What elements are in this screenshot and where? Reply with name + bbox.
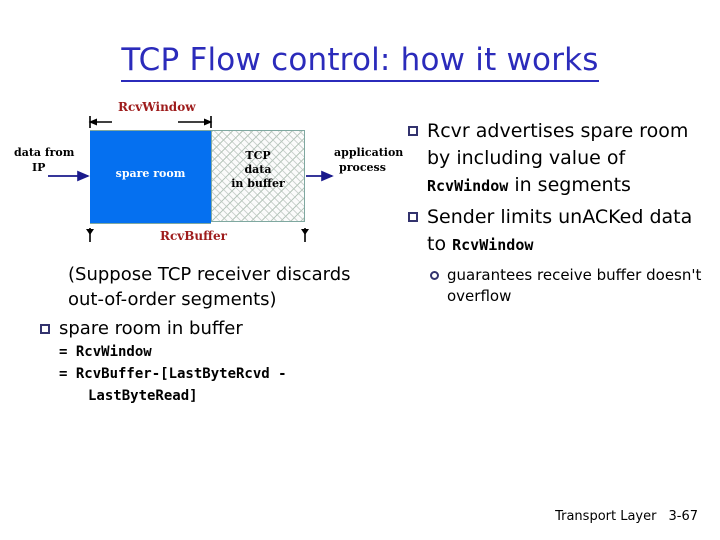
bullet-2-mono-rcvwindow: RcvWindow [452,236,534,254]
equation-rcvwindow: = RcvWindow [40,341,390,363]
slide-footer: Transport Layer 3-67 [555,509,698,524]
bullet-rcvr-advertises-label: Rcvr advertises spare room by including … [427,118,708,200]
suppose-note-text: (Suppose TCP receiver discards out-of-or… [68,264,351,310]
bullet-rcvr-advertises: Rcvr advertises spare room by including … [408,118,708,200]
equation-rcvbuffer-head: = RcvBuffer-[LastByteRcvd - [59,366,287,382]
rcvbuffer-dimension-label: RcvBuffer [160,229,227,243]
sub-bullet-guarantees: guarantees receive buffer doesn't overfl… [430,265,708,307]
buffered-data-line-1: TCP [245,149,271,162]
right-text-column: Rcvr advertises spare room by including … [408,114,708,307]
equation-rcvbuffer-cont: LastByteRead] [88,388,198,404]
application-process-label: application process [334,145,403,175]
buffered-data-line-3: in buffer [231,177,285,190]
sub-bullet-guarantees-label: guarantees receive buffer doesn't overfl… [447,266,702,305]
data-from-ip-line-1: data from [14,146,75,159]
equation-rcvbuffer: = RcvBuffer-[LastByteRcvd - LastByteRead… [40,363,390,407]
bullet-2-part1: Sender limits unACKed data to [427,206,693,255]
spare-room-block: spare room [90,130,211,224]
rcvwindow-dimension-label: RcvWindow [118,100,196,114]
diagram-annotations [48,115,334,242]
page-title: TCP Flow control: how it works [0,42,720,82]
bullet-1-part2: in segments [508,174,631,196]
bullet-spare-room-in-buffer: spare room in buffer [40,316,390,341]
tcp-data-in-buffer-block: TCP data in buffer [211,130,305,222]
bullet-sender-limits: Sender limits unACKed data to RcvWindow [408,204,708,259]
rcv-buffer-diagram: RcvWindow RcvBuffer spare room TCP data … [0,96,410,256]
suppose-note: (Suppose TCP receiver discards out-of-or… [40,262,390,312]
bullet-spare-room-label: spare room in buffer [59,318,243,339]
footer-label: Transport Layer [555,509,657,524]
square-bullet-icon [40,324,50,334]
buffered-data-line-2: data [244,163,272,176]
spare-room-label: spare room [115,167,186,180]
application-process-line-2: process [339,161,386,174]
rcvwindow-dimension-arrow [88,115,213,129]
equation-rcvwindow-text: = RcvWindow [59,344,152,360]
tcp-data-in-buffer-label: TCP data in buffer [212,149,304,191]
data-from-ip-line-2: IP [32,161,46,174]
footer-page-number: 3-67 [668,509,698,524]
rcvbuffer-dimension-ticks [86,228,309,242]
square-bullet-icon [408,212,418,222]
page-title-text: TCP Flow control: how it works [121,42,599,82]
circle-bullet-icon [430,271,439,280]
bullet-sender-limits-label: Sender limits unACKed data to RcvWindow [427,204,708,259]
application-process-line-1: application [334,146,404,159]
bullet-1-part1: Rcvr advertises spare room by including … [427,120,689,169]
data-from-ip-label: data from IP [14,145,74,175]
square-bullet-icon [408,126,418,136]
bullet-1-mono-rcvwindow: RcvWindow [427,177,509,195]
left-text-column: (Suppose TCP receiver discards out-of-or… [40,262,390,407]
